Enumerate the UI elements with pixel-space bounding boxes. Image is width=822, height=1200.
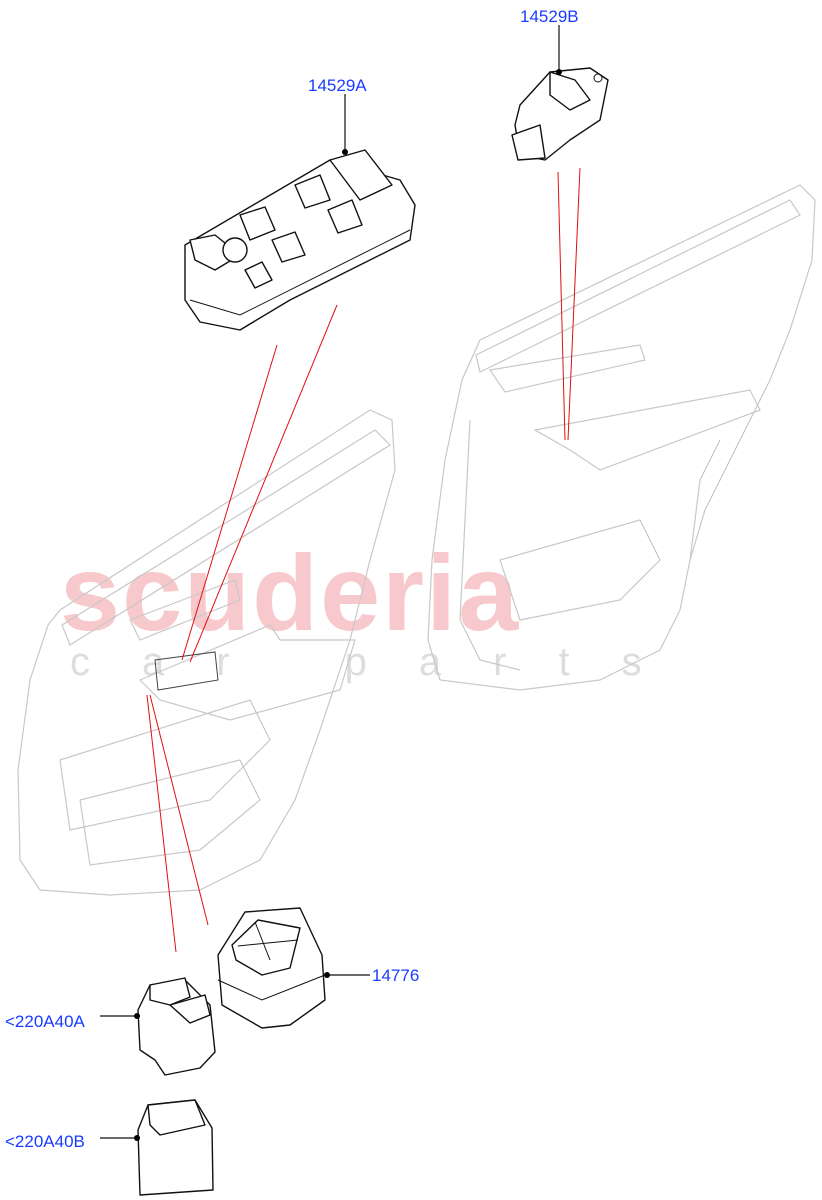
part-220A40B-switch[interactable] [137, 1099, 214, 1196]
callout-14776[interactable]: 14776 [372, 966, 420, 985]
rear-door-trim-panel [427, 184, 816, 691]
part-220A40A-switch[interactable] [137, 977, 216, 1076]
reference-lines [146, 167, 581, 953]
callout-14529B[interactable]: 14529B [520, 7, 579, 26]
leader-lines [100, 25, 562, 1141]
part-14776-switch-pack[interactable] [217, 907, 326, 1029]
part-14529B-window-switch[interactable] [511, 67, 609, 161]
front-door-trim-panel [17, 409, 396, 896]
callout-220A40B[interactable]: <220A40B [5, 1132, 85, 1151]
part-14529A-window-switch-pack[interactable] [184, 149, 416, 331]
callout-220A40A[interactable]: <220A40A [5, 1012, 85, 1031]
callout-14529A[interactable]: 14529A [308, 76, 367, 95]
watermark-sub: car parts [70, 640, 694, 684]
